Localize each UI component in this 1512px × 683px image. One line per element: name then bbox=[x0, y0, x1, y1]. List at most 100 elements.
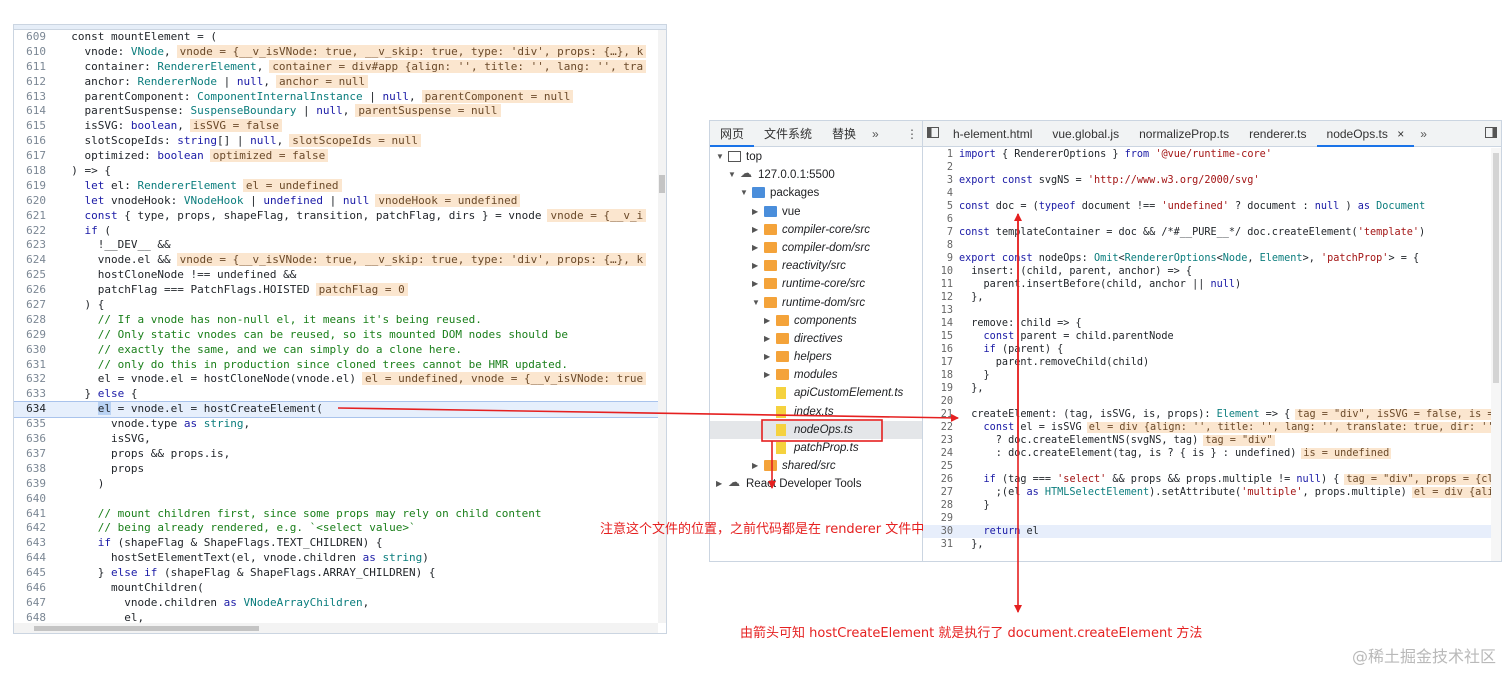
code-line[interactable]: 640 bbox=[14, 492, 658, 507]
scrollbar-thumb[interactable] bbox=[34, 626, 259, 631]
line-number[interactable]: 23 bbox=[940, 435, 953, 446]
code-line[interactable]: 610 vnode: VNode,vnode = {__v_isVNode: t… bbox=[14, 44, 658, 60]
toggle-navigator-icon[interactable] bbox=[923, 121, 943, 147]
tree-item[interactable]: ▶helpers bbox=[710, 348, 922, 366]
tree-item[interactable]: ▶vue bbox=[710, 203, 922, 221]
line-number[interactable]: 21 bbox=[940, 409, 953, 420]
line-number[interactable]: 639 bbox=[26, 476, 46, 490]
code-line[interactable]: 638 props bbox=[14, 462, 658, 477]
code-line[interactable]: 627 ) { bbox=[14, 298, 658, 313]
collapsed-arrow-icon[interactable]: ▶ bbox=[752, 242, 759, 252]
line-number[interactable]: 30 bbox=[940, 526, 953, 537]
tab-normalizeprop-ts[interactable]: normalizeProp.ts bbox=[1139, 126, 1230, 141]
tab-h-element-html[interactable]: h-element.html bbox=[953, 126, 1033, 141]
code-line[interactable]: 10 insert: (child, parent, anchor) => { bbox=[923, 265, 1491, 278]
line-number[interactable]: 29 bbox=[940, 513, 953, 524]
code-line[interactable]: 14 remove: child => { bbox=[923, 317, 1491, 330]
line-number[interactable]: 631 bbox=[26, 357, 46, 371]
line-number[interactable]: 628 bbox=[26, 312, 46, 326]
code-line[interactable]: 644 hostSetElementText(el, vnode.childre… bbox=[14, 551, 658, 566]
tree-item[interactable]: apiCustomElement.ts bbox=[710, 384, 922, 402]
code-line[interactable]: 11 parent.insertBefore(child, anchor || … bbox=[923, 278, 1491, 291]
tree-item[interactable]: index.ts bbox=[710, 403, 922, 421]
tab-filesystem[interactable]: 文件系统 bbox=[764, 126, 813, 141]
line-number[interactable]: 31 bbox=[940, 539, 953, 550]
line-number[interactable]: 614 bbox=[26, 104, 46, 118]
line-number[interactable]: 612 bbox=[26, 74, 46, 88]
line-number[interactable]: 5 bbox=[946, 201, 953, 212]
scrollbar-thumb[interactable] bbox=[659, 175, 665, 193]
code-line[interactable]: 616 slotScopeIds: string[] | null,slotSc… bbox=[14, 134, 658, 149]
code-line[interactable]: 29 bbox=[923, 512, 1491, 525]
line-number[interactable]: 27 bbox=[940, 487, 953, 498]
code-line[interactable]: 24 : doc.createElement(tag, is ? { is } … bbox=[923, 447, 1491, 460]
tree-item[interactable]: ▶compiler-dom/src bbox=[710, 239, 922, 257]
code-line[interactable]: 27 ;(el as HTMLSelectElement).setAttribu… bbox=[923, 486, 1491, 499]
line-number[interactable]: 15 bbox=[940, 331, 953, 342]
code-line[interactable]: 21 createElement: (tag, isSVG, is, props… bbox=[923, 408, 1491, 421]
line-number[interactable]: 623 bbox=[26, 238, 46, 252]
line-number[interactable]: 2 bbox=[946, 162, 953, 173]
code-line[interactable]: 618 ) => { bbox=[14, 164, 658, 179]
code-line[interactable]: 19 }, bbox=[923, 382, 1491, 395]
line-number[interactable]: 641 bbox=[26, 506, 46, 520]
expanded-arrow-icon[interactable]: ▼ bbox=[716, 152, 724, 161]
tab-nodeops-ts[interactable]: nodeOps.ts × bbox=[1316, 121, 1415, 147]
code-line[interactable]: 630 // exactly the same, and we can simp… bbox=[14, 343, 658, 358]
line-number[interactable]: 622 bbox=[26, 223, 46, 237]
code-line[interactable]: 13 bbox=[923, 304, 1491, 317]
line-number[interactable]: 635 bbox=[26, 417, 46, 431]
line-number[interactable]: 11 bbox=[940, 279, 953, 290]
code-line[interactable]: 633 } else { bbox=[14, 387, 658, 402]
expanded-arrow-icon[interactable]: ▼ bbox=[740, 188, 748, 198]
code-line[interactable]: 612 anchor: RendererNode | null,anchor =… bbox=[14, 74, 658, 90]
line-number[interactable]: 617 bbox=[26, 149, 46, 163]
line-number[interactable]: 611 bbox=[26, 59, 46, 73]
code-line[interactable]: 2 bbox=[923, 161, 1491, 174]
code-line[interactable]: 641 // mount children first, since some … bbox=[14, 507, 658, 522]
code-line[interactable]: 631 // only do this in production since … bbox=[14, 358, 658, 373]
code-line[interactable]: 28 } bbox=[923, 499, 1491, 512]
line-number[interactable]: 16 bbox=[940, 344, 953, 355]
code-line[interactable]: 614 parentSuspense: SuspenseBoundary | n… bbox=[14, 104, 658, 119]
line-number[interactable]: 648 bbox=[26, 610, 46, 624]
line-number[interactable]: 613 bbox=[26, 89, 46, 103]
line-number[interactable]: 627 bbox=[26, 298, 46, 312]
code-line[interactable]: 6 bbox=[923, 213, 1491, 226]
code-line[interactable]: 639 ) bbox=[14, 477, 658, 492]
line-number[interactable]: 6 bbox=[946, 214, 953, 225]
line-number[interactable]: 20 bbox=[940, 396, 953, 407]
tab-page[interactable]: 网页 bbox=[710, 121, 755, 147]
collapsed-arrow-icon[interactable]: ▶ bbox=[764, 333, 771, 343]
collapsed-arrow-icon[interactable]: ▶ bbox=[764, 370, 771, 380]
collapsed-arrow-icon[interactable]: ▶ bbox=[752, 206, 759, 216]
line-number[interactable]: 24 bbox=[940, 448, 953, 459]
code-line[interactable]: 621 const { type, props, shapeFlag, tran… bbox=[14, 208, 658, 224]
line-number[interactable]: 624 bbox=[26, 253, 46, 267]
code-line[interactable]: 646 mountChildren( bbox=[14, 581, 658, 596]
code-line[interactable]: 637 props && props.is, bbox=[14, 447, 658, 462]
code-line[interactable]: 26 if (tag === 'select' && props && prop… bbox=[923, 473, 1491, 486]
expanded-arrow-icon[interactable]: ▼ bbox=[728, 170, 736, 180]
line-number[interactable]: 8 bbox=[946, 240, 953, 251]
vertical-scrollbar[interactable] bbox=[658, 30, 666, 623]
code-line[interactable]: 624 vnode.el &&vnode = {__v_isVNode: tru… bbox=[14, 253, 658, 268]
line-number[interactable]: 620 bbox=[26, 193, 46, 207]
code-line[interactable]: 635 vnode.type as string, bbox=[14, 417, 658, 432]
kebab-menu-icon[interactable]: ⋮ bbox=[906, 126, 918, 141]
more-tabs-icon[interactable]: » bbox=[872, 126, 879, 141]
code-line[interactable]: 611 container: RendererElement,container… bbox=[14, 59, 658, 75]
tree-item[interactable]: ▶modules bbox=[710, 366, 922, 384]
code-line[interactable]: 613 parentComponent: ComponentInternalIn… bbox=[14, 89, 658, 105]
tree-item[interactable]: ▶components bbox=[710, 312, 922, 330]
line-number[interactable]: 13 bbox=[940, 305, 953, 316]
line-number[interactable]: 609 bbox=[26, 30, 46, 43]
code-line[interactable]: 17 parent.removeChild(child) bbox=[923, 356, 1491, 369]
tree-item[interactable]: ▼packages bbox=[710, 184, 922, 202]
collapsed-arrow-icon[interactable]: ▶ bbox=[752, 279, 759, 289]
